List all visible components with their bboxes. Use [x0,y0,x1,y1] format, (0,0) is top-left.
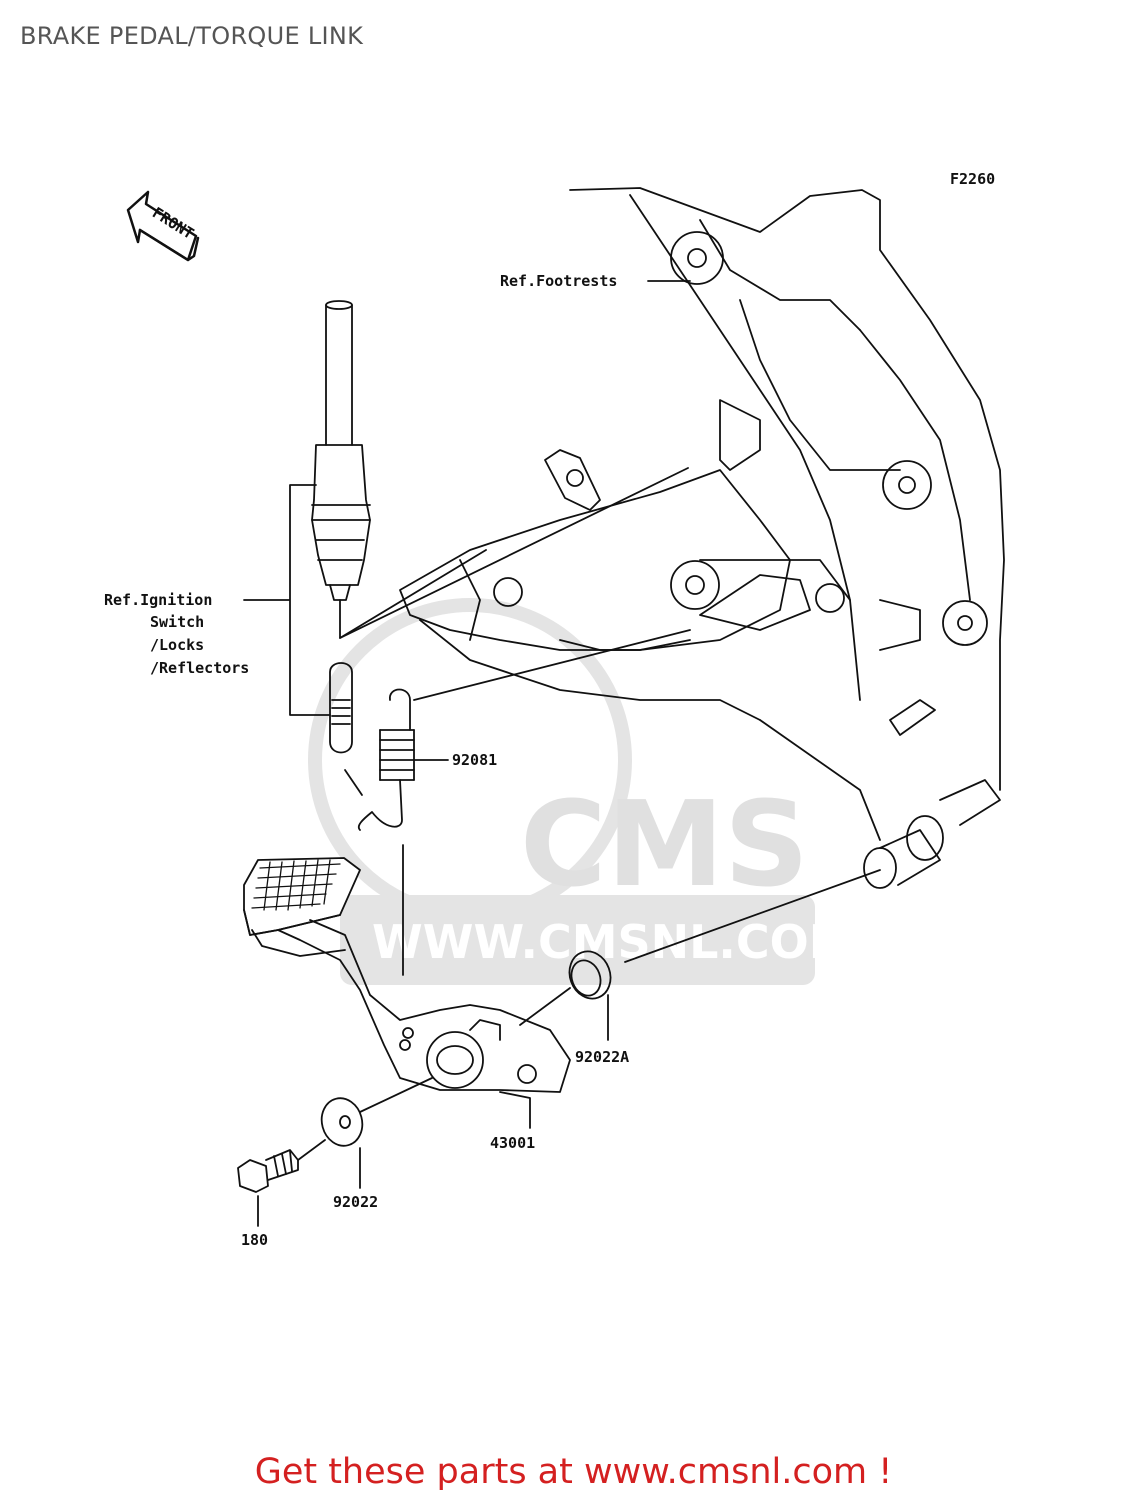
washer-92022a [568,950,612,1000]
promo-link[interactable]: Get these parts at www.cmsnl.com ! [254,1452,893,1492]
pedal-part-number: 43001 [490,1134,535,1152]
spring-part-number: 92081 [452,751,497,769]
return-spring [357,688,415,831]
brake-pedal [243,857,571,1093]
bracket-link-line [339,467,689,639]
ref-ignition-label-1: Ref.Ignition [104,591,212,609]
watermark-url: WWW.CMSNL.COM [372,915,855,969]
ref-ignition-leader [243,484,331,716]
bolt-to-washer-line [297,1139,326,1161]
front-arrow-icon: FRONT [126,190,200,262]
frame-outline [569,187,1005,791]
pedal-callout-leader [499,1091,531,1129]
watermark: CMS WWW.CMSNL.COM [308,598,855,985]
ref-footrests-label: Ref.Footrests [500,272,617,290]
spring-to-bracket-line [413,629,691,701]
figure-code: F2260 [950,170,995,188]
footrest-bracket [399,449,881,841]
washer-a-to-pedal-line [519,987,571,1026]
small-spring [329,662,353,754]
watermark-logo: CMS [520,775,809,913]
ref-ignition-label-3: /Locks [150,636,204,654]
washer-92022 [320,1097,364,1147]
pivot-shaft [863,779,1001,889]
washer-part-number: 92022 [333,1193,378,1211]
bolt-180 [237,1149,299,1193]
ref-ignition-label-2: Switch [150,613,204,631]
parts-diagram: CMS WWW.CMSNL.COM F2260 FRONT [104,170,1005,1249]
page-title: BRAKE PEDAL/TORQUE LINK [20,22,364,50]
brake-light-switch [311,300,487,639]
washer-a-to-pivot-line [624,869,881,963]
spring-leader [344,769,363,796]
ref-ignition-label-4: /Reflectors [150,659,249,677]
washer-to-pedal-line [359,1077,433,1113]
watermark-banner [340,895,815,985]
washer-a-part-number: 92022A [575,1048,629,1066]
bolt-part-number: 180 [241,1231,268,1249]
